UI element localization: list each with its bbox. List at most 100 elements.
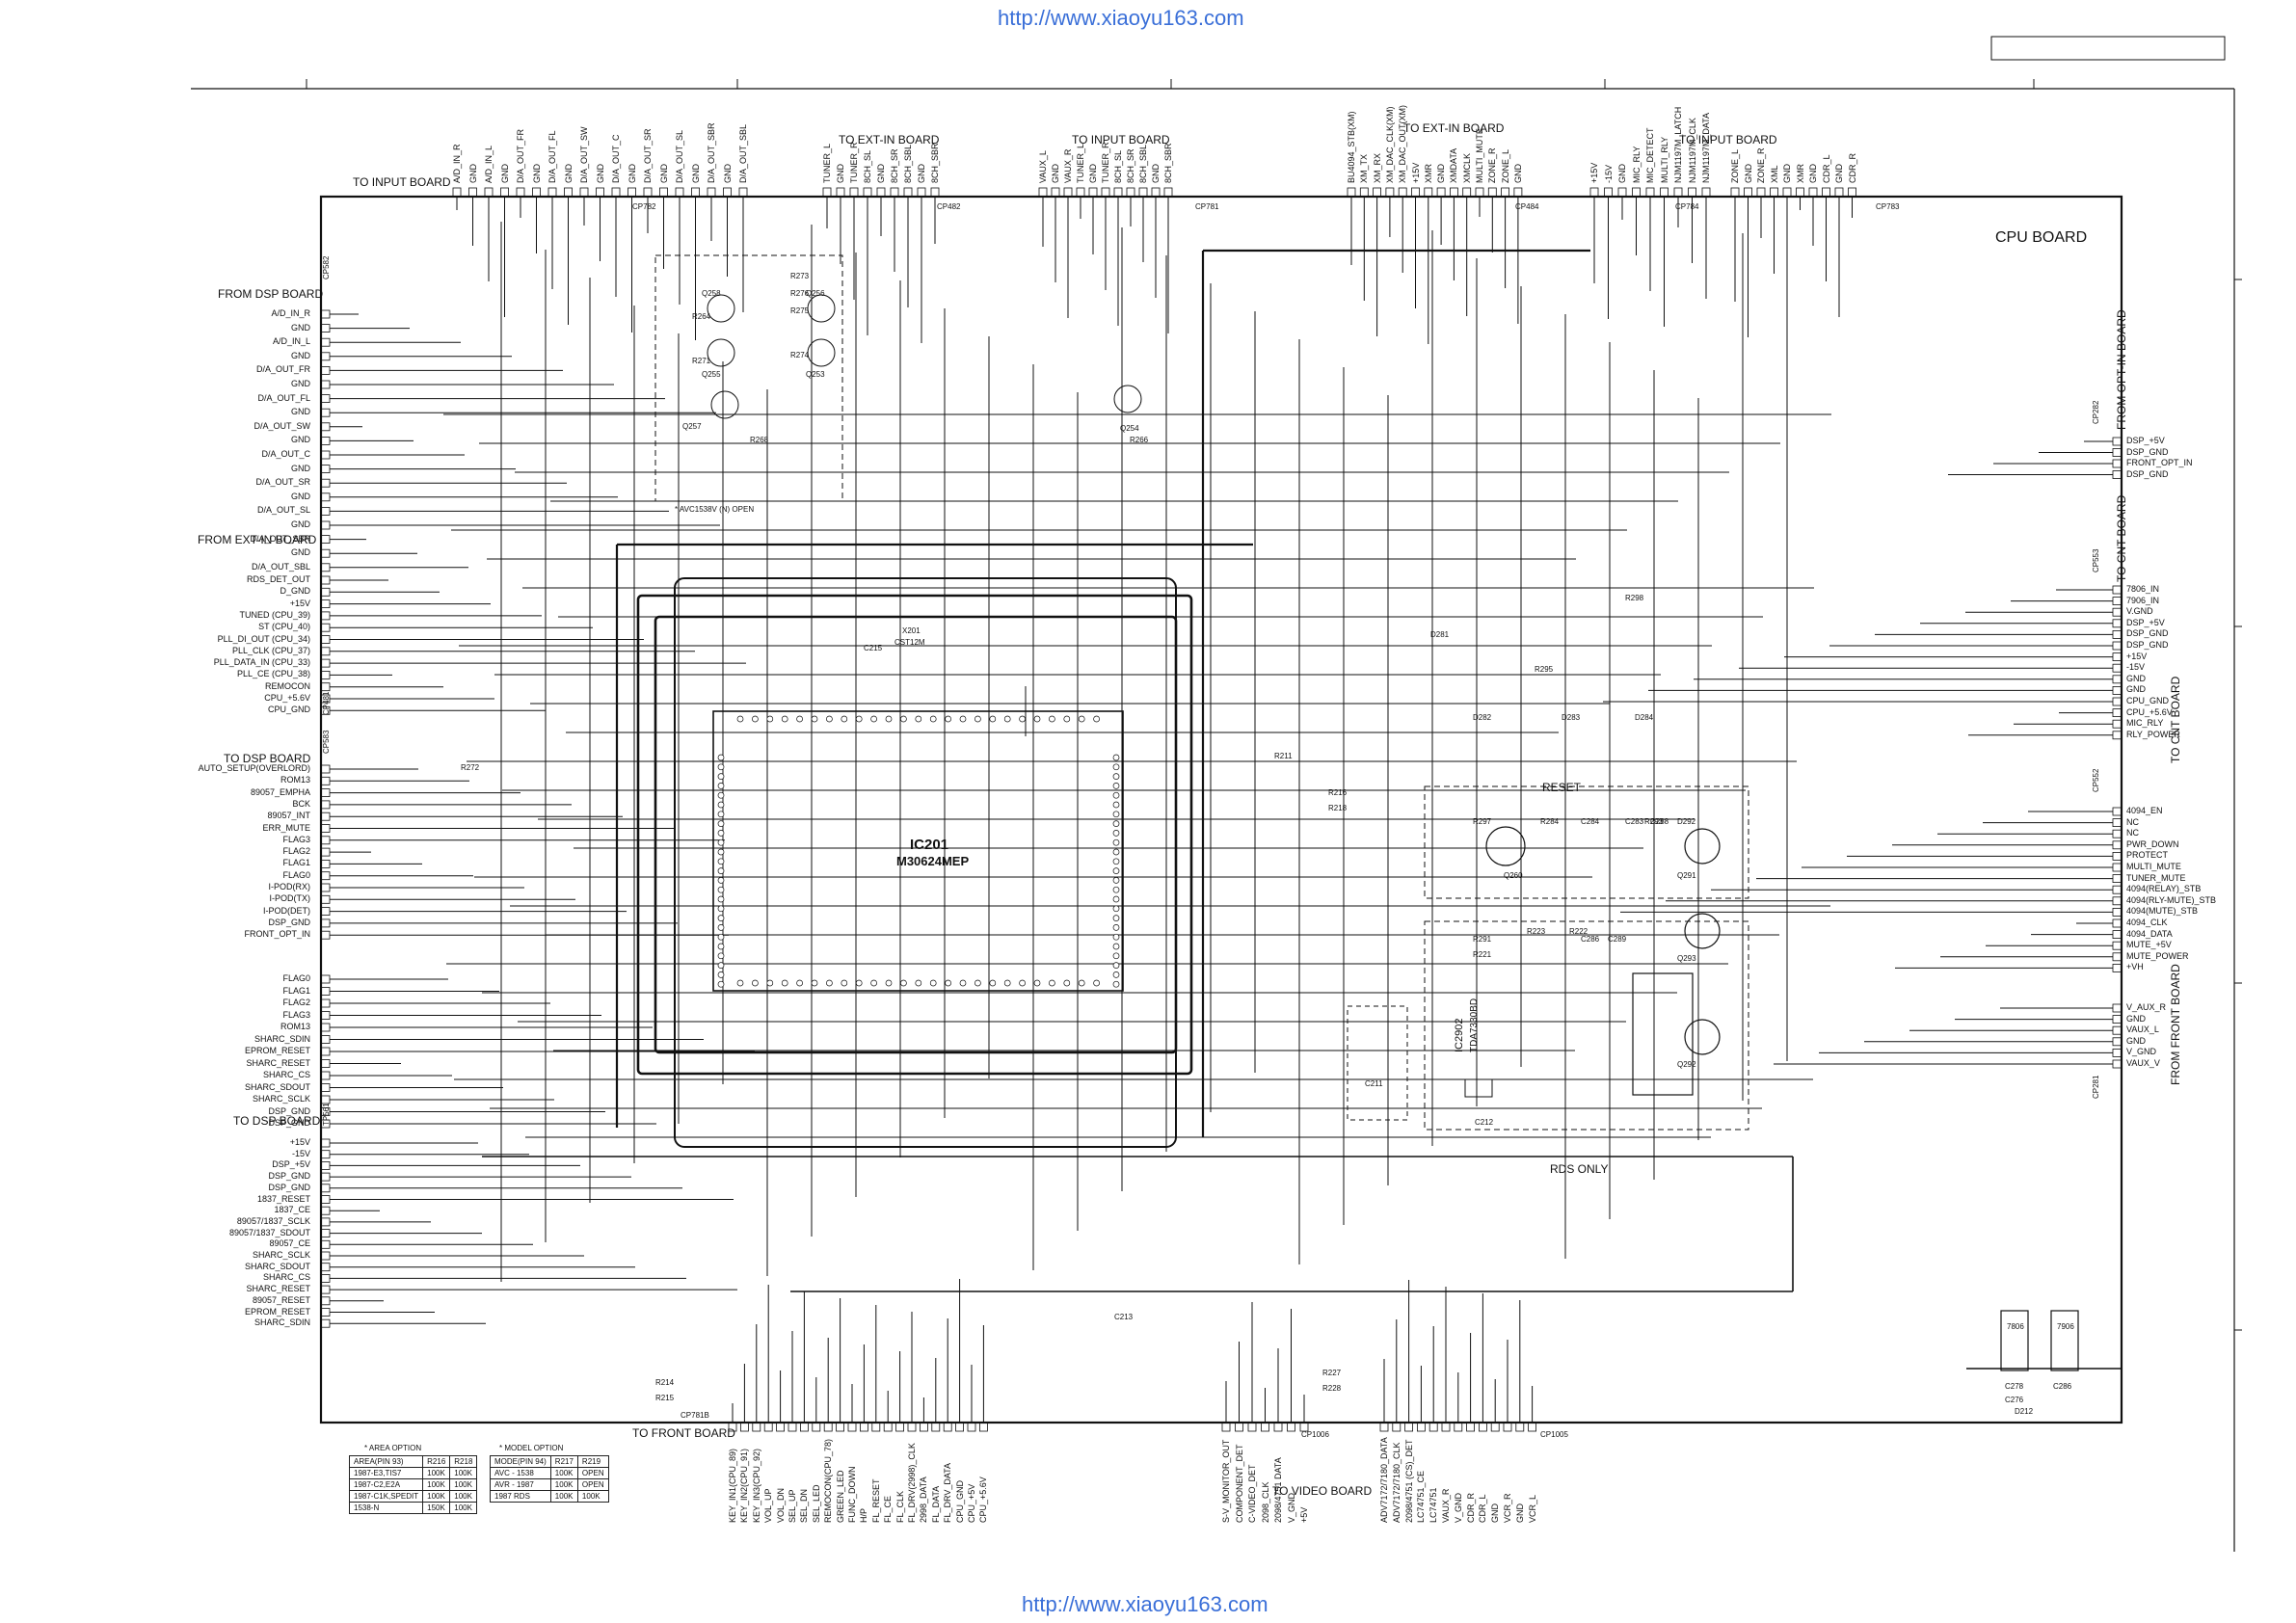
right-pin-box xyxy=(2112,652,2122,661)
left-pin-box xyxy=(320,1119,331,1129)
right-pin-box xyxy=(2112,437,2122,446)
connector-right-1: CP282 xyxy=(2092,400,2100,424)
component-ref: Q255 xyxy=(702,370,721,379)
regulator-7906: 7906 xyxy=(2057,1322,2074,1331)
bottom-pin-label: CPU_GND xyxy=(954,1479,965,1523)
ic201-pin xyxy=(717,933,725,941)
left-pin-box xyxy=(320,1206,331,1215)
bottom-pin-box xyxy=(1404,1422,1413,1432)
right-pin-label: NC xyxy=(2126,828,2139,838)
ic201-pin xyxy=(929,715,937,723)
connector-top-2: CP482 xyxy=(937,202,961,211)
top-pin-box xyxy=(516,187,525,198)
ic2902-part: TDA7330BD xyxy=(1469,998,1480,1052)
top-pin-label: D/A_OUT_SBR xyxy=(707,122,716,183)
top-pin-box xyxy=(1138,187,1148,198)
right-pin-label: DSP_GND xyxy=(2126,628,2169,639)
ic201-pin xyxy=(1112,905,1120,913)
option-cell: AREA(PIN 93) xyxy=(348,1455,424,1468)
bottom-pin-label: FL_RESET xyxy=(870,1478,881,1523)
left-pin-box xyxy=(320,1047,331,1056)
top-pin-box xyxy=(1126,187,1135,198)
left-pin-box xyxy=(320,1095,331,1104)
left-pin-box xyxy=(320,998,331,1008)
bottom-pin-label: SEL_UP xyxy=(788,1489,797,1523)
left-pin-label: 89057/1837_SCLK xyxy=(236,1215,310,1226)
left-pin-label: I-POD(DET) xyxy=(263,905,310,916)
bottom-pin-label: VOL_UP xyxy=(763,1488,774,1523)
option-cell: R219 xyxy=(576,1455,609,1468)
ic201-pin xyxy=(717,754,725,761)
connector-top-6: CP783 xyxy=(1876,202,1900,211)
ic201-pin xyxy=(989,979,997,987)
right-pin-label: DSP_+5V xyxy=(2126,617,2165,627)
ic201-pin xyxy=(826,979,833,987)
right-pin-label: NC xyxy=(2126,816,2139,827)
option-cell: MODE(PIN 94) xyxy=(490,1455,551,1468)
ic201-pin xyxy=(717,943,725,950)
right-pin-box xyxy=(2112,686,2122,695)
component-ref: R272 xyxy=(461,763,480,772)
right-pin-box xyxy=(2112,918,2122,928)
top-pin-box xyxy=(890,187,899,198)
left-pin-box xyxy=(320,682,331,692)
bottom-pin-box xyxy=(1454,1422,1463,1432)
top-pin-label: XM_RX xyxy=(1372,152,1382,183)
option-cell: AVC - 1538 xyxy=(490,1467,551,1479)
left-pin-label: D/A_OUT_SBL xyxy=(251,561,310,572)
left-pin-label: +15V xyxy=(289,1137,310,1147)
bottom-pin-box xyxy=(871,1422,881,1432)
left-pin-box xyxy=(320,694,331,704)
component-ref: C213 xyxy=(1114,1313,1134,1321)
ic201-pin xyxy=(717,952,725,960)
right-pin-label: MUTE_POWER xyxy=(2126,950,2189,961)
component-ref: R268 xyxy=(750,436,769,444)
top-pin-box xyxy=(1424,187,1433,198)
component-ref: R273 xyxy=(790,272,810,280)
bottom-pin-label: CPU_+5.6V xyxy=(978,1477,989,1523)
left-pin-label: GND xyxy=(291,379,310,388)
top-pin-label: D/A_OUT_SBL xyxy=(738,123,748,183)
bottom-url[interactable]: http://www.xiaoyu163.com xyxy=(1022,1592,1268,1616)
top-pin-box xyxy=(1782,187,1792,198)
left-pin-label: D/A_OUT_FR xyxy=(255,364,310,375)
component-ref: R271 xyxy=(692,357,711,365)
bottom-pin-box xyxy=(728,1422,737,1432)
top-pin-label: GND xyxy=(499,164,510,183)
left-board-label-3: TO DSP BOARD xyxy=(224,752,311,765)
right-pin-label: DSP_GND xyxy=(2126,446,2169,457)
ic201-pin xyxy=(717,905,725,913)
top-pin-box xyxy=(1756,187,1766,198)
left-pin-label: A/D_IN_L xyxy=(272,336,310,347)
ic201-pin xyxy=(900,715,907,723)
left-pin-box xyxy=(320,492,331,502)
right-pin-box xyxy=(2112,896,2122,906)
top-url[interactable]: http://www.xiaoyu163.com xyxy=(998,6,1244,30)
top-pin-box xyxy=(468,187,477,198)
right-pin-box xyxy=(2112,708,2122,717)
left-pin-box xyxy=(320,1138,331,1148)
bottom-pin-box xyxy=(740,1422,749,1432)
bottom-pin-label: COMPONENT_DET xyxy=(1234,1444,1244,1523)
top-pin-label: GND xyxy=(1617,164,1627,183)
left-pin-label: SHARC_SDOUT xyxy=(244,1081,310,1092)
bottom-pin-box xyxy=(1287,1422,1295,1432)
top-pin-label: VAUX_R xyxy=(1063,148,1073,183)
ic201-pin xyxy=(1112,838,1120,846)
ic201-pin xyxy=(736,979,744,987)
right-pin-label: CPU_+5.6V xyxy=(2126,706,2173,717)
bottom-pin-label: GND xyxy=(1514,1503,1525,1523)
top-pin-box xyxy=(1822,187,1830,198)
connector-right-3: CP552 xyxy=(2092,768,2100,792)
top-pin-label: GND xyxy=(467,164,478,183)
left-pin-box xyxy=(320,436,331,445)
top-pin-label: 8CH_SL xyxy=(863,149,872,183)
top-pin-box xyxy=(863,187,872,198)
top-pin-label: +15V xyxy=(1589,162,1599,183)
top-pin-label: XMCLK xyxy=(1461,152,1472,183)
left-pin-label: D_GND xyxy=(280,586,310,597)
bottom-pin-box xyxy=(931,1422,941,1432)
component-ref: R264 xyxy=(692,312,711,321)
top-pin-box xyxy=(643,187,653,198)
ic201-pin xyxy=(900,979,907,987)
